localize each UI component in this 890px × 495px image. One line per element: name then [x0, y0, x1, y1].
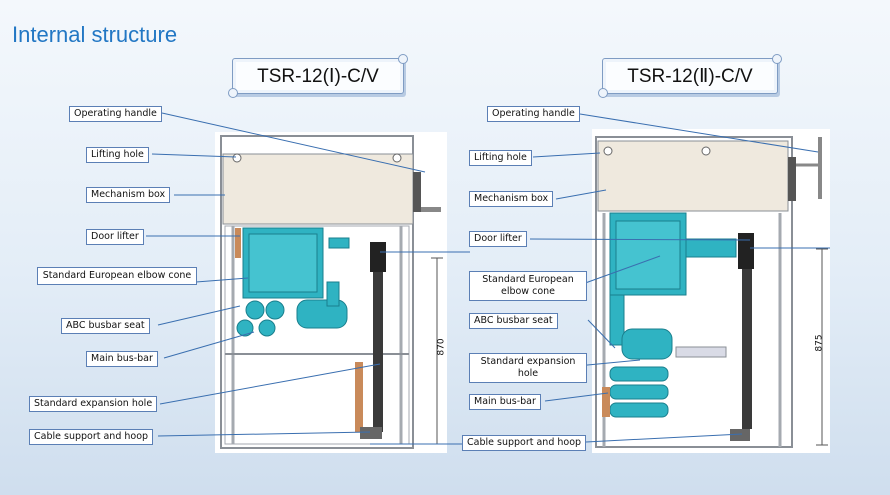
cabinet-drawing-left	[215, 132, 447, 453]
label-lifting-hole-right: Lifting hole	[469, 150, 532, 166]
label-mechanism-box-right: Mechanism box	[469, 191, 554, 207]
label-lifting-hole-left: Lifting hole	[86, 147, 149, 163]
label-abc-busbar-seat-left: ABC busbar seat	[61, 318, 150, 334]
cabinet-illustration-right	[595, 136, 828, 448]
dimension-right: 875	[814, 334, 825, 352]
model-title-left: TSR-12(Ⅰ)-C/V	[228, 54, 408, 98]
page-title: Internal structure	[12, 22, 178, 47]
label-abc-busbar-seat-right: ABC busbar seat	[469, 313, 558, 329]
label-expansion-hole-right: Standard expansion hole	[469, 353, 587, 383]
cabinet-drawing-right	[592, 129, 830, 453]
label-operating-handle-right: Operating handle	[487, 106, 580, 122]
cabinet-illustration-left	[220, 135, 443, 449]
model-title-right: TSR-12(Ⅱ)-C/V	[598, 54, 782, 98]
label-door-lifter-left: Door lifter	[86, 229, 144, 245]
label-main-bus-bar-left: Main bus-bar	[86, 351, 158, 367]
label-door-lifter-right: Door lifter	[469, 231, 527, 247]
label-expansion-hole-left: Standard expansion hole	[29, 396, 158, 412]
label-mechanism-box-left: Mechanism box	[86, 187, 171, 203]
label-operating-handle-left: Operating handle	[69, 106, 162, 122]
dimension-left: 870	[436, 338, 447, 356]
label-cable-support-left: Cable support and hoop	[29, 429, 154, 445]
label-elbow-cone-left: Standard European elbow cone	[37, 267, 197, 285]
label-cable-support-right: Cable support and hoop	[462, 435, 587, 451]
label-main-bus-bar-right: Main bus-bar	[469, 394, 541, 410]
label-elbow-cone-right: Standard European elbow cone	[469, 271, 587, 301]
